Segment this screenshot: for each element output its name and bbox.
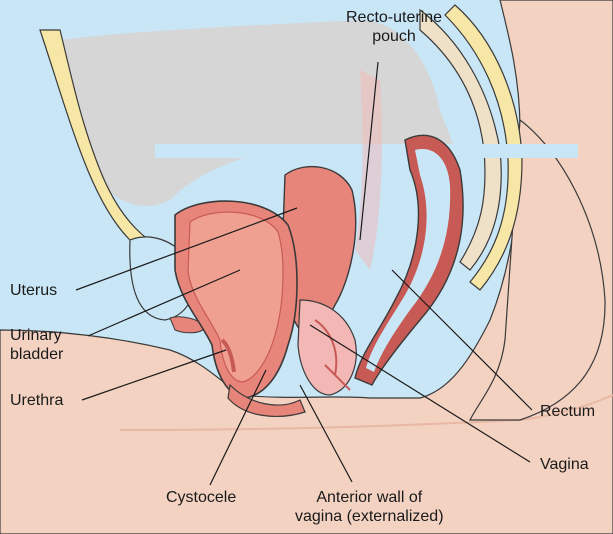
pelvic-cavity (60, 20, 455, 206)
label-uterus: Uterus (10, 281, 57, 300)
label-cystocele: Cystocele (166, 488, 236, 507)
vagina (298, 300, 356, 395)
label-anterior-wall: Anterior wall of vagina (externalized) (295, 488, 444, 526)
label-vagina: Vagina (540, 455, 589, 474)
label-recto-uterine-pouch: Recto-uterine pouch (346, 8, 442, 46)
label-urethra: Urethra (10, 391, 63, 410)
label-urinary-bladder: Urinary bladder (10, 326, 63, 364)
label-rectum: Rectum (540, 402, 595, 421)
